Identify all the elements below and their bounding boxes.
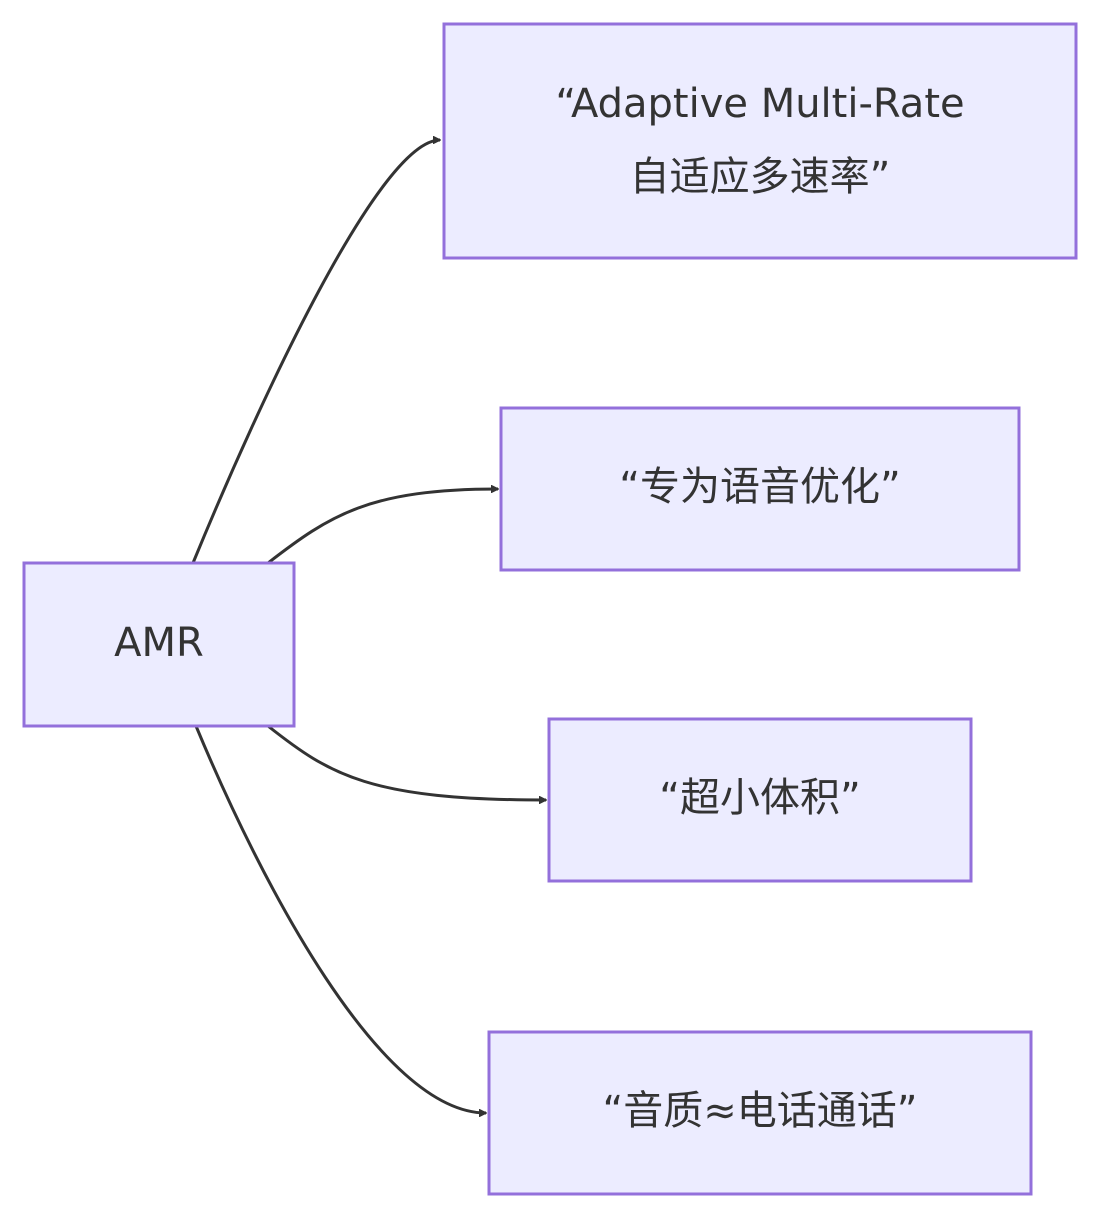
edge-amr-to-voice <box>267 489 498 565</box>
node-quality-label: “音质≈电话通话” <box>603 1088 918 1134</box>
edge-amr-to-quality <box>194 725 486 1113</box>
node-amr[interactable]: AMR <box>22 561 296 728</box>
node-adaptive-label-line-2: 自适应多速率” <box>630 154 891 200</box>
node-adaptive-multi-rate[interactable]: “Adaptive Multi-Rate 自适应多速率” <box>442 22 1078 260</box>
edge-amr-to-size <box>267 724 546 800</box>
node-phone-call-quality[interactable]: “音质≈电话通话” <box>487 1030 1033 1196</box>
node-voice-label: “专为语音优化” <box>619 464 900 510</box>
node-amr-label: AMR <box>114 620 204 666</box>
node-voice-optimized[interactable]: “专为语音优化” <box>499 406 1021 572</box>
edges <box>191 140 546 1113</box>
node-ultra-small-size[interactable]: “超小体积” <box>547 717 973 883</box>
node-adaptive-label-line-1: “Adaptive Multi-Rate <box>555 81 964 127</box>
edge-amr-to-adaptive <box>191 140 440 564</box>
node-size-label: “超小体积” <box>659 775 860 821</box>
